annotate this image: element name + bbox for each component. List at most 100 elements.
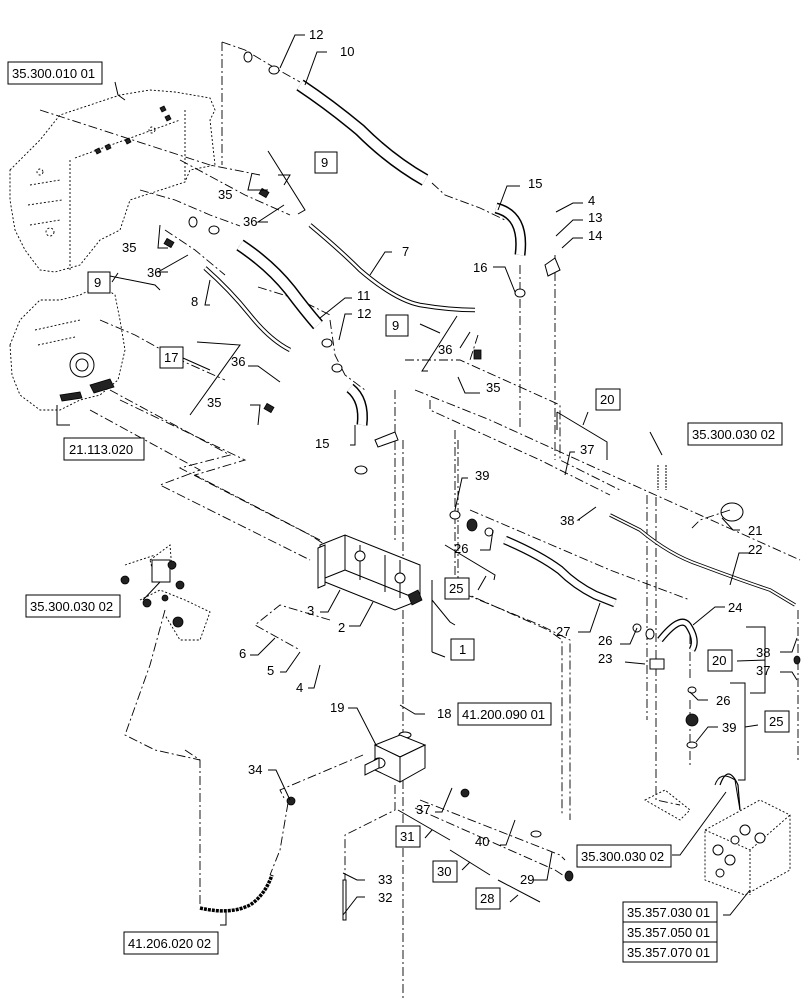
callout-numbers: 12 10 15 4 13 14 35 36 35 36 7 16 8 11 1… xyxy=(122,27,770,905)
callout-4: 4 xyxy=(296,680,303,695)
callout-21: 21 xyxy=(748,523,762,538)
svg-text:35.300.010 01: 35.300.010 01 xyxy=(12,66,95,81)
callout-29: 29 xyxy=(520,872,534,887)
callout-2: 2 xyxy=(338,620,345,635)
svg-text:25: 25 xyxy=(449,581,463,596)
ref-9-top[interactable]: 9 xyxy=(314,151,338,174)
leader-lines xyxy=(56,34,798,926)
callout-39: 39 xyxy=(722,720,736,735)
callout-37: 37 xyxy=(580,442,594,457)
callout-18: 18 xyxy=(437,706,451,721)
svg-text:28: 28 xyxy=(480,891,494,906)
callout-7: 7 xyxy=(402,244,409,259)
svg-text:35.357.030 01: 35.357.030 01 xyxy=(627,905,710,920)
callout-15: 15 xyxy=(528,176,542,191)
svg-text:35.300.030 02: 35.300.030 02 xyxy=(581,849,664,864)
callout-15: 15 xyxy=(315,436,329,451)
svg-text:25: 25 xyxy=(769,714,783,729)
callout-19: 19 xyxy=(330,700,344,715)
callout-12: 12 xyxy=(357,306,371,321)
svg-text:20: 20 xyxy=(600,392,614,407)
callout-6: 6 xyxy=(239,646,246,661)
svg-text:9: 9 xyxy=(94,275,101,290)
callout-36: 36 xyxy=(243,214,257,229)
callout-37: 37 xyxy=(756,663,770,678)
ref-9-mid[interactable]: 9 xyxy=(385,314,409,337)
callout-16: 16 xyxy=(473,260,487,275)
ref-1[interactable]: 1 xyxy=(450,638,475,661)
callout-24: 24 xyxy=(728,600,742,615)
ref-41-206-020-02[interactable]: 41.206.020 02 xyxy=(123,931,219,955)
ref-25-right[interactable]: 25 xyxy=(764,710,790,733)
ref-25-upper[interactable]: 25 xyxy=(444,577,470,600)
hoses xyxy=(199,79,796,913)
ref-20-top[interactable]: 20 xyxy=(595,388,621,411)
callout-32: 32 xyxy=(378,890,392,905)
svg-text:31: 31 xyxy=(400,829,414,844)
callout-35: 35 xyxy=(218,187,232,202)
callout-26: 26 xyxy=(716,693,730,708)
callout-3: 3 xyxy=(307,603,314,618)
callout-39: 39 xyxy=(475,468,489,483)
manifold-block xyxy=(364,734,427,783)
ref-9-left[interactable]: 9 xyxy=(87,271,111,294)
ref-41-200-090-01[interactable]: 41.200.090 01 xyxy=(457,702,552,726)
callout-36: 36 xyxy=(438,342,452,357)
svg-text:41.200.090 01: 41.200.090 01 xyxy=(462,707,545,722)
ref-21-113-020[interactable]: 21.113.020 xyxy=(63,437,145,461)
ref-20-right[interactable]: 20 xyxy=(707,649,733,672)
callout-23: 23 xyxy=(598,651,612,666)
callout-8: 8 xyxy=(191,294,198,309)
valve-block-bottom-right xyxy=(644,773,791,896)
ref-35-300-010-01[interactable]: 35.300.010 01 xyxy=(7,61,103,85)
callout-26: 26 xyxy=(454,541,468,556)
callout-14: 14 xyxy=(588,228,602,243)
hydraulic-pump xyxy=(317,534,423,611)
callout-5: 5 xyxy=(267,663,274,678)
fittings xyxy=(163,51,801,921)
svg-text:17: 17 xyxy=(164,350,178,365)
svg-text:1: 1 xyxy=(459,642,466,657)
callout-40: 40 xyxy=(475,834,489,849)
callout-10: 10 xyxy=(340,44,354,59)
ref-35-357-050-01[interactable]: 35.357.050 01 xyxy=(622,921,718,943)
callout-11: 11 xyxy=(357,288,371,303)
callout-37: 37 xyxy=(416,802,430,817)
callout-12: 12 xyxy=(309,27,323,42)
callout-33: 33 xyxy=(378,872,392,887)
reference-boxes: 35.300.010 01 9 9 9 17 21.113.020 20 35 xyxy=(7,61,790,963)
svg-text:9: 9 xyxy=(392,318,399,333)
svg-text:20: 20 xyxy=(712,653,726,668)
ref-30[interactable]: 30 xyxy=(432,860,458,883)
ref-17[interactable]: 17 xyxy=(159,346,184,369)
svg-text:35.357.050 01: 35.357.050 01 xyxy=(627,925,710,940)
svg-text:21.113.020: 21.113.020 xyxy=(69,442,133,457)
ref-35-357-030-01[interactable]: 35.357.030 01 xyxy=(622,901,718,923)
ref-35-300-030-02-left[interactable]: 35.300.030 02 xyxy=(25,594,121,618)
svg-text:35.357.070 01: 35.357.070 01 xyxy=(627,945,710,960)
callout-38: 38 xyxy=(756,645,770,660)
callout-36: 36 xyxy=(231,354,245,369)
gearbox-housing xyxy=(9,284,126,411)
svg-text:30: 30 xyxy=(437,864,451,879)
ref-35-300-030-02-top[interactable]: 35.300.030 02 xyxy=(687,422,783,446)
callout-35: 35 xyxy=(122,240,136,255)
ref-35-300-030-02-bottom[interactable]: 35.300.030 02 xyxy=(576,844,672,868)
callout-13: 13 xyxy=(588,210,602,225)
callout-36: 36 xyxy=(147,265,161,280)
transmission-housing-outline xyxy=(9,89,216,273)
control-valve-left xyxy=(120,544,211,641)
ref-35-357-070-01[interactable]: 35.357.070 01 xyxy=(622,941,718,963)
callout-27: 27 xyxy=(556,624,570,639)
callout-38: 38 xyxy=(560,513,574,528)
callout-34: 34 xyxy=(248,762,262,777)
callout-22: 22 xyxy=(748,542,762,557)
svg-text:35.300.030 02: 35.300.030 02 xyxy=(692,427,775,442)
ref-28[interactable]: 28 xyxy=(475,887,501,910)
assembly-lines xyxy=(39,41,801,1000)
ref-31[interactable]: 31 xyxy=(395,825,421,848)
callout-35: 35 xyxy=(486,380,500,395)
svg-text:9: 9 xyxy=(321,155,328,170)
svg-text:41.206.020 02: 41.206.020 02 xyxy=(128,936,211,951)
